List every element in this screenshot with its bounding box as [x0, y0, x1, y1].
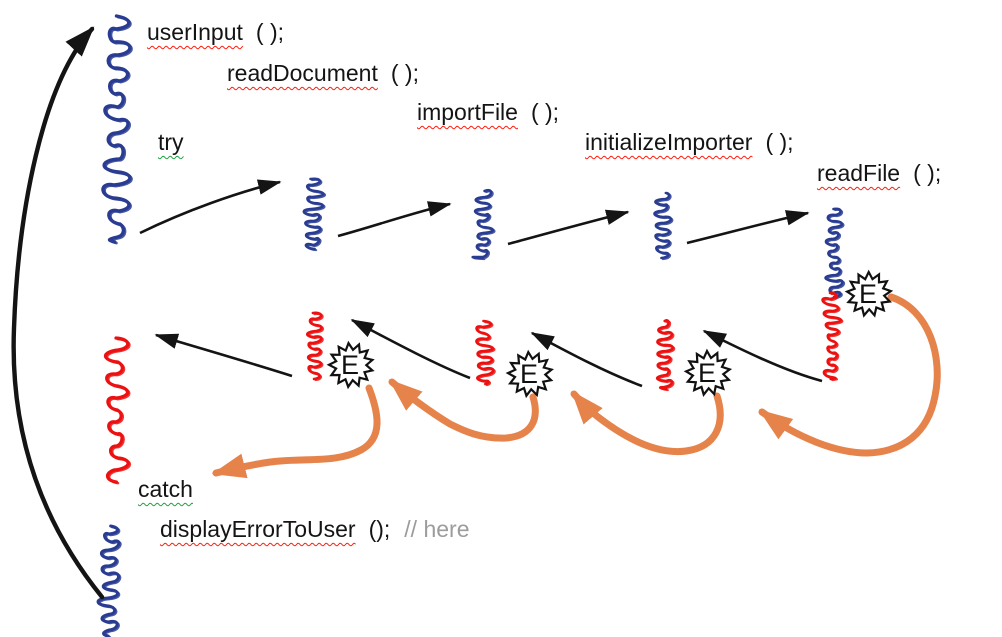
exception-badge-icon	[326, 340, 375, 390]
unwind-arrow-3	[530, 331, 643, 388]
call-arrow-4	[686, 210, 810, 245]
call-parens: ( );	[255, 19, 285, 45]
code-label-readFile: readFile ( );	[817, 160, 941, 187]
call-parens: ( );	[913, 160, 942, 186]
code-label-try: try	[158, 129, 184, 156]
function-name: initializeImporter	[585, 129, 753, 155]
exception-badge-letter: E	[698, 358, 716, 388]
exception-arrow-4	[211, 384, 381, 479]
call-arrow-3	[507, 209, 630, 246]
keyword-try: try	[158, 129, 184, 155]
unwind-arrow-4	[702, 329, 823, 383]
call-parens: ( );	[390, 60, 419, 86]
unwind-arrow-2	[350, 318, 471, 380]
code-label-catch: catch	[138, 476, 193, 503]
code-comment: // here	[404, 516, 470, 542]
exception-badge-icon	[844, 269, 894, 318]
function-name: readFile	[817, 160, 901, 186]
error-stack-initializeimporter	[657, 320, 676, 392]
error-stack-importfile	[477, 321, 496, 387]
call-stack-userinput	[101, 14, 132, 244]
code-label-readDocument: readDocument ( );	[227, 60, 419, 87]
call-stack-displayerror	[98, 525, 122, 637]
function-name: importFile	[417, 99, 518, 125]
call-arrow-2	[337, 201, 452, 238]
exception-badge-letter: E	[859, 279, 877, 309]
exception-arrow-1	[758, 293, 941, 457]
exception-arrow-3	[388, 378, 539, 442]
code-label-initializeImporter: initializeImporter ( );	[585, 129, 794, 156]
code-label-importFile: importFile ( );	[417, 99, 559, 126]
call-stack-importfile	[471, 188, 495, 260]
error-stack-userinput	[105, 337, 132, 485]
call-parens: ();	[368, 516, 391, 542]
call-arrow-1	[139, 179, 282, 235]
error-stack-readfile	[823, 293, 844, 382]
call-stack-readfile	[826, 208, 846, 300]
error-stack-readdocument	[307, 312, 325, 382]
code-label-userInput: userInput ( );	[147, 19, 284, 46]
code-label-displayErrorToUser: displayErrorToUser (); // here	[160, 516, 470, 543]
call-stack-importfile	[473, 190, 496, 261]
unwind-arrow-1	[154, 333, 293, 378]
exception-badge-icon	[683, 348, 733, 397]
exception-badge-letter: E	[341, 350, 359, 380]
keyword-catch: catch	[138, 476, 193, 502]
exception-badge-letter: E	[520, 359, 538, 389]
call-stack-initializeimporter	[655, 193, 674, 261]
function-name: displayErrorToUser	[160, 516, 356, 542]
call-stack-userinput	[103, 15, 133, 245]
call-parens: ( );	[765, 129, 794, 155]
loop-back-arrow	[11, 26, 105, 600]
call-parens: ( );	[530, 99, 560, 125]
call-stack-readdocument	[304, 178, 327, 252]
exception-arrow-2	[570, 390, 724, 456]
function-name: readDocument	[227, 60, 378, 86]
function-name: userInput	[147, 19, 243, 45]
exception-badge-icon	[505, 349, 554, 399]
